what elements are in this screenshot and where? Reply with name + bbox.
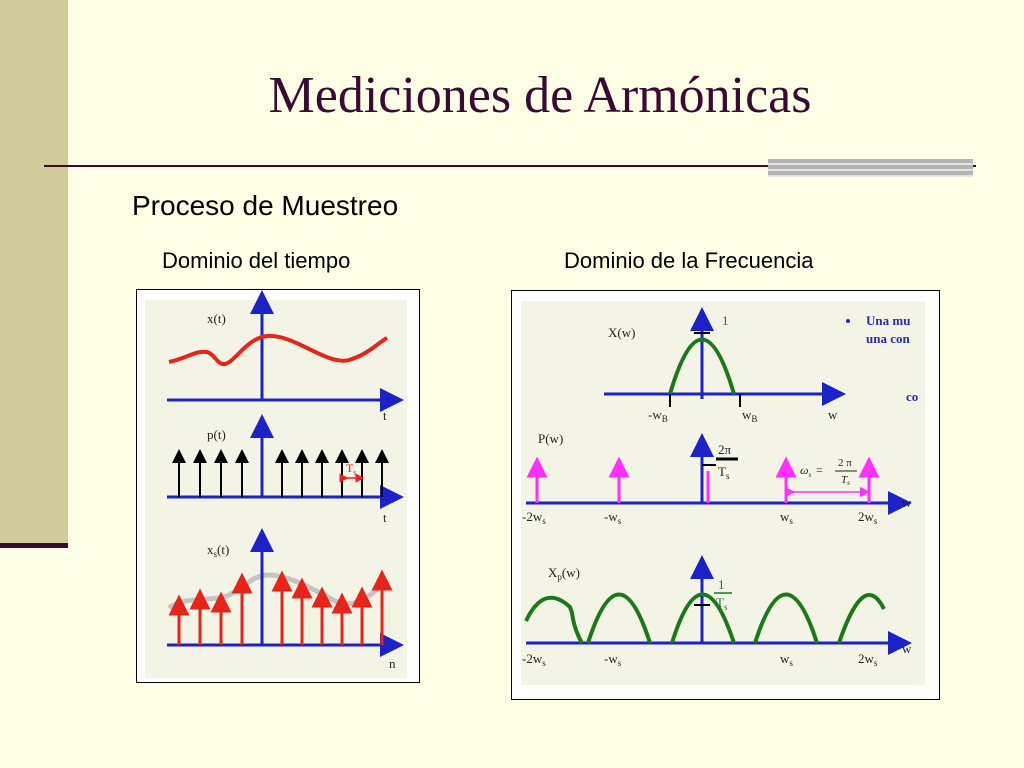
Xpw-plot: Xp(w) 1 Ts w -2ws -ws ws 2ws <box>522 555 912 668</box>
Xpw-tick-ws: ws <box>780 651 793 668</box>
xt-signal-curve <box>168 333 388 366</box>
omega-s-equation: ωs= <box>800 463 823 479</box>
Xpw-tick-neg-ws: -ws <box>604 651 622 668</box>
time-domain-figure: x(t) t Ts p(t) t <box>136 289 420 683</box>
bullet-text-line2: una con <box>866 331 910 346</box>
bullet-text-line3: co <box>906 389 918 404</box>
bullet-text-line1: Una mu <box>866 313 910 328</box>
omega-s-denominator: Ts <box>841 474 850 487</box>
Xpw-tick-neg-2ws: -2ws <box>522 651 546 668</box>
Xw-plot: X(w) 1 -wB wB w Una mu una con co <box>604 307 918 424</box>
Xw-label: X(w) <box>608 325 635 340</box>
Pw-tick-neg-ws: -ws <box>604 509 622 526</box>
pt-t-label: t <box>383 510 387 525</box>
freq-domain-figure: X(w) 1 -wB wB w Una mu una con co P(w) 2… <box>511 290 940 700</box>
Xpw-w-label: w <box>902 641 912 656</box>
xt-t-label: t <box>383 408 387 423</box>
slide-title: Mediciones de Armónicas <box>268 67 812 124</box>
xst-n-label: n <box>389 656 396 671</box>
pos-wb-label: wB <box>742 407 757 424</box>
title-underline <box>44 165 976 167</box>
bullet-dot <box>846 319 850 323</box>
Pw-amplitude-numerator: 2π <box>718 442 732 457</box>
time-domain-label: Dominio del tiempo <box>162 248 351 273</box>
period-label: Ts <box>346 461 356 477</box>
Pw-w-label: w <box>902 495 912 510</box>
Pw-amplitude-denominator: Ts <box>718 464 730 481</box>
peak-value-label: 1 <box>722 313 729 328</box>
xt-label: x(t) <box>207 311 226 326</box>
pt-plot: Ts p(t) t <box>167 414 404 525</box>
baseband-spectrum <box>668 337 736 395</box>
Xw-w-label: w <box>828 407 838 422</box>
Pw-tick-2ws: 2ws <box>858 509 878 526</box>
omega-s-numerator: 2 π <box>838 457 852 469</box>
left-accent-bar <box>0 0 68 548</box>
freq-domain-diagram: X(w) 1 -wB wB w Una mu una con co P(w) 2… <box>521 301 925 685</box>
freq-domain-label: Dominio de la Frecuencia <box>564 248 814 273</box>
slide-subtitle: Proceso de Muestreo <box>132 190 399 221</box>
Xpw-amplitude-denominator: Ts <box>716 595 728 612</box>
xst-label: xs(t) <box>207 542 229 559</box>
neg-wb-label: -wB <box>648 407 668 424</box>
Pw-label: P(w) <box>538 431 563 446</box>
Pw-tick-neg-2ws: -2ws <box>522 509 546 526</box>
impulse-train <box>172 449 389 497</box>
xst-plot: xs(t) n <box>167 528 404 671</box>
Pw-tick-ws: ws <box>780 509 793 526</box>
Pw-plot: P(w) 2π Ts ωs= 2 π Ts w -2ws -ws ws 2ws <box>522 431 912 526</box>
left-accent-rule <box>0 543 68 548</box>
time-domain-diagram: x(t) t Ts p(t) t <box>145 290 407 678</box>
Xpw-label: Xp(w) <box>548 565 580 582</box>
sampled-impulses <box>168 569 393 645</box>
pt-label: p(t) <box>207 427 226 442</box>
title-accent-bar <box>768 159 973 177</box>
Xpw-amplitude-numerator: 1 <box>718 577 725 592</box>
Xpw-tick-2ws: 2ws <box>858 651 878 668</box>
xt-plot: x(t) t <box>167 290 404 423</box>
replicated-spectra <box>524 592 886 644</box>
